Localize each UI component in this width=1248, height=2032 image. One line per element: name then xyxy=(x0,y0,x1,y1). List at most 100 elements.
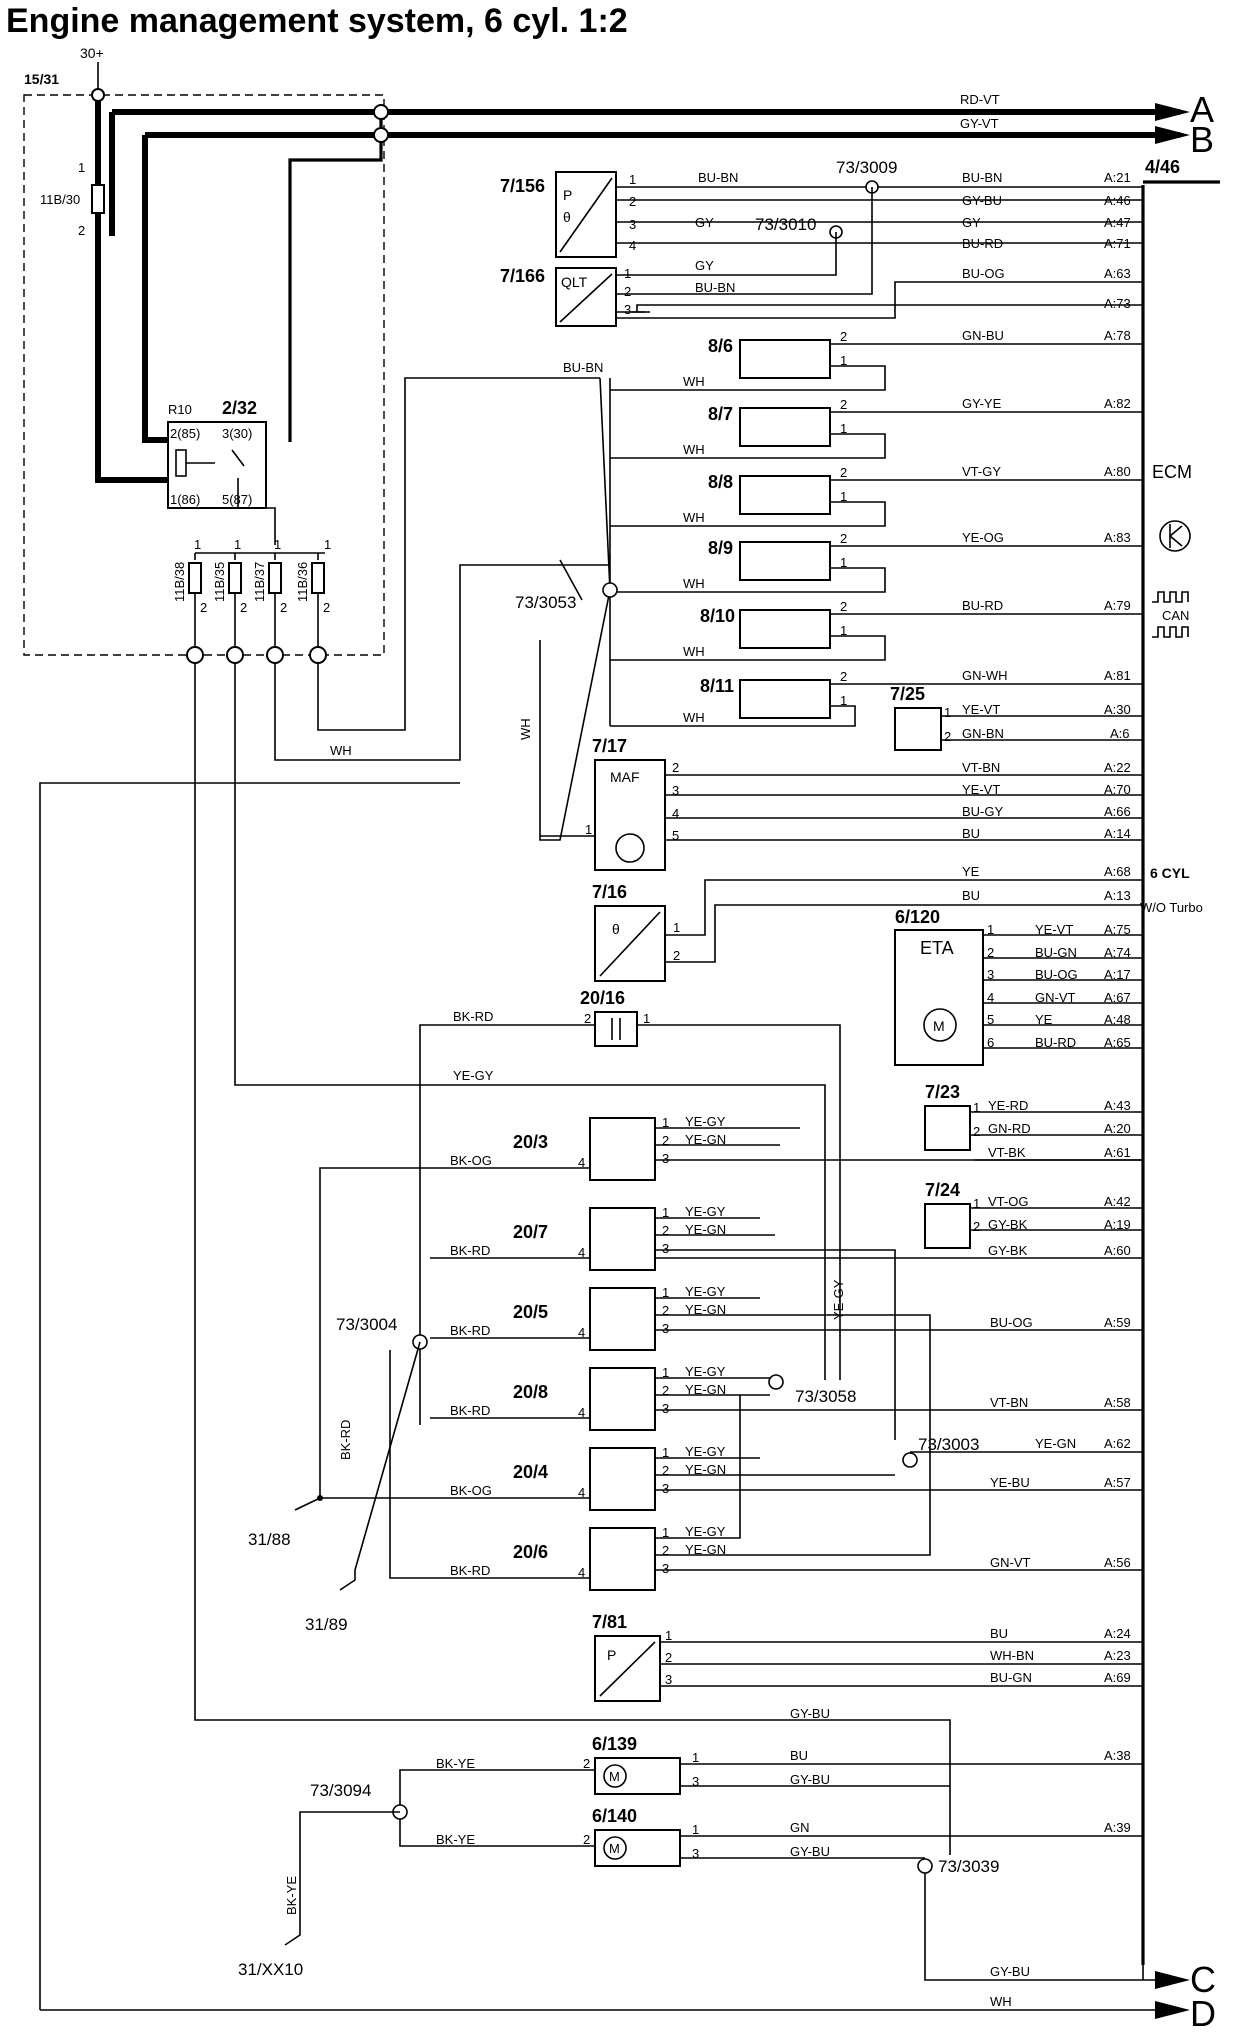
svg-text:A:69: A:69 xyxy=(1104,1670,1131,1685)
ecm-id: 4/46 xyxy=(1145,157,1180,177)
maf-wire-4-color: BU-GY xyxy=(962,804,1004,819)
pedal-723-wire-3: VT-BK xyxy=(988,1145,1026,1160)
svg-text:YE-GN: YE-GN xyxy=(685,1542,726,1557)
cap-bk-rd: BK-RD xyxy=(453,1009,493,1024)
bus-c-letter: C xyxy=(1190,1959,1216,2000)
bus-c-arrow xyxy=(1155,1971,1190,1989)
svg-text:20/7: 20/7 xyxy=(513,1222,548,1242)
map-pin-1: 1 xyxy=(629,172,636,187)
bus-a-arrow xyxy=(1155,103,1190,121)
svg-text:YE-GY: YE-GY xyxy=(685,1204,726,1219)
pedal-723-id: 7/23 xyxy=(925,1082,960,1102)
svg-text:BK-OG: BK-OG xyxy=(450,1153,492,1168)
svg-text:20/4: 20/4 xyxy=(513,1462,548,1482)
svg-text:WH: WH xyxy=(683,374,705,389)
svg-text:8/6: 8/6 xyxy=(708,336,733,356)
ecm-a56-color: GN-VT xyxy=(990,1555,1031,1570)
svg-text:2: 2 xyxy=(662,1383,669,1398)
fuse-row xyxy=(186,552,327,664)
svg-text:A:74: A:74 xyxy=(1104,945,1131,960)
svg-text:2: 2 xyxy=(662,1223,669,1238)
ecm-pin-a61: A:61 xyxy=(1104,1145,1131,1160)
ecm-pin-a60: A:60 xyxy=(1104,1243,1131,1258)
map-wire-3-color: GY xyxy=(695,215,714,230)
relay-pin-87: 5(87) xyxy=(222,492,252,507)
pedal-724-wire-2: GY-BK xyxy=(988,1217,1028,1232)
ecm-a57-color: YE-BU xyxy=(990,1475,1030,1490)
splice-3010-label: 73/3010 xyxy=(755,215,816,234)
pedal-724-pin-1: 1 xyxy=(973,1196,980,1211)
ecm-a58-color: VT-BN xyxy=(990,1395,1028,1410)
maf-wire-3-color: YE-VT xyxy=(962,782,1000,797)
qlt-pin-1: 1 xyxy=(624,266,631,281)
feed-30-label: 30+ xyxy=(80,45,104,61)
ecm-pin-a13: A:13 xyxy=(1104,888,1131,903)
svg-text:4: 4 xyxy=(987,990,994,1005)
gy-bu-top-label: GY-BU xyxy=(790,1706,830,1721)
maf-pin-1: 1 xyxy=(585,822,592,837)
svg-text:1: 1 xyxy=(840,489,847,504)
svg-text:YE-OG: YE-OG xyxy=(962,530,1004,545)
svg-text:YE-VT: YE-VT xyxy=(1035,922,1073,937)
svg-text:A:23: A:23 xyxy=(1104,1648,1131,1663)
svg-text:BU-GN: BU-GN xyxy=(1035,945,1077,960)
svg-text:WH: WH xyxy=(683,644,705,659)
map-pin-3: 3 xyxy=(629,217,636,232)
svg-text:8/7: 8/7 xyxy=(708,404,733,424)
svg-text:2: 2 xyxy=(662,1133,669,1148)
knock-sensor-body xyxy=(894,707,942,751)
svg-text:20/3: 20/3 xyxy=(513,1132,548,1152)
svg-text:1: 1 xyxy=(665,1628,672,1643)
fuse-37-p2: 2 xyxy=(280,600,287,615)
ecm-a46-color: GY-BU xyxy=(962,193,1002,208)
svg-text:1: 1 xyxy=(662,1365,669,1380)
ecm-a62-color: YE-GN xyxy=(1035,1436,1076,1451)
motor-6139-id: 6/139 xyxy=(592,1734,637,1754)
ecm-pin-a58: A:58 xyxy=(1104,1395,1131,1410)
eta-motor-m: M xyxy=(933,1018,945,1034)
bus-b-arrow xyxy=(1155,126,1190,144)
main-fuse-pin1: 1 xyxy=(78,160,85,175)
svg-text:1: 1 xyxy=(840,353,847,368)
maf-pin-5: 5 xyxy=(672,828,679,843)
svg-text:YE-GN: YE-GN xyxy=(685,1462,726,1477)
qlt-pin-2: 2 xyxy=(624,284,631,299)
map-sensor-theta-symbol: θ xyxy=(563,209,571,225)
svg-text:YE-GY: YE-GY xyxy=(685,1524,726,1539)
maf-knock-icon xyxy=(615,833,645,863)
bu-bn-label: BU-BN xyxy=(563,360,603,375)
ecm-pin-a30: A:30 xyxy=(1104,702,1131,717)
svg-text:3: 3 xyxy=(662,1241,669,1256)
qlt-sensor-id: 7/166 xyxy=(500,266,545,286)
svg-text:3: 3 xyxy=(662,1481,669,1496)
svg-text:YE-GY: YE-GY xyxy=(685,1364,726,1379)
svg-text:GN-BU: GN-BU xyxy=(962,328,1004,343)
maf-wire-2-color: VT-BN xyxy=(962,760,1000,775)
pedal-724-body xyxy=(924,1203,971,1249)
ecm-pin-a68: A:68 xyxy=(1104,864,1131,879)
splice-3004-label: 73/3004 xyxy=(336,1315,397,1334)
svg-text:3: 3 xyxy=(987,967,994,982)
map-pin-4: 4 xyxy=(629,238,636,253)
wh-bottom-label: WH xyxy=(330,743,352,758)
temp-pin-1: 1 xyxy=(673,920,680,935)
svg-text:BK-RD: BK-RD xyxy=(450,1403,490,1418)
svg-text:WH: WH xyxy=(683,510,705,525)
relay-body xyxy=(167,421,267,509)
fuse-35-p1: 1 xyxy=(234,537,241,552)
cap-pin-1: 1 xyxy=(643,1011,650,1026)
motor-6140-pin-3: 3 xyxy=(692,1846,699,1861)
ecm-pin-a38: A:38 xyxy=(1104,1748,1131,1763)
fuse-38-p2: 2 xyxy=(200,600,207,615)
svg-text:2: 2 xyxy=(840,531,847,546)
svg-text:4: 4 xyxy=(578,1245,585,1260)
svg-text:3: 3 xyxy=(662,1151,669,1166)
svg-text:A:48: A:48 xyxy=(1104,1012,1131,1027)
cap-id: 20/16 xyxy=(580,988,625,1008)
ecm-a59-color: BU-OG xyxy=(990,1315,1033,1330)
relay-box-outline xyxy=(23,94,385,656)
